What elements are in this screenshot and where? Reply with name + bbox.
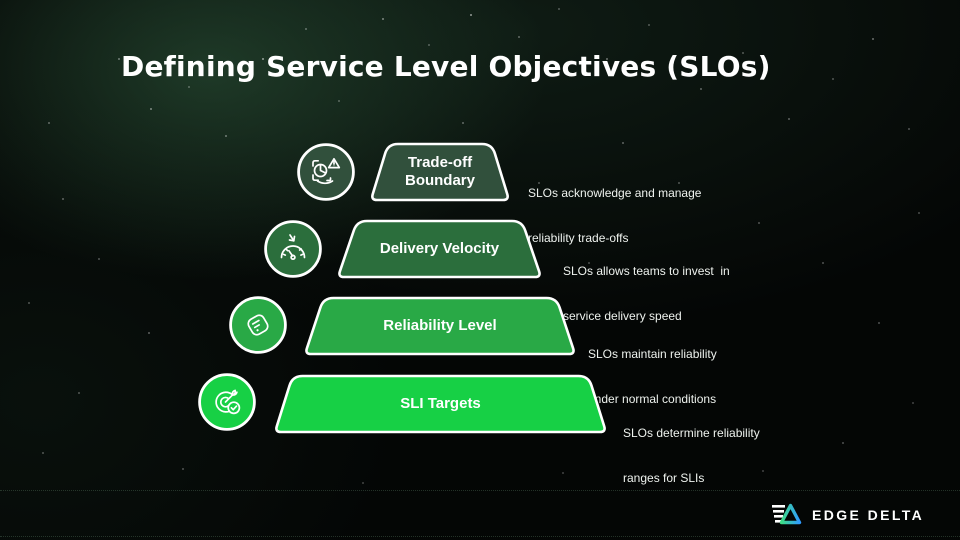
logs-icon bbox=[229, 296, 287, 354]
footer-dotted-band bbox=[0, 490, 960, 537]
speedometer-icon bbox=[264, 220, 322, 278]
pyramid-level-shape bbox=[371, 142, 509, 202]
pyramid-level-description: SLOs allows teams to invest in service d… bbox=[563, 264, 730, 323]
pyramid-level-label: Reliability Level bbox=[383, 317, 497, 334]
pyramid-level-description: SLOs determine reliability ranges for SL… bbox=[623, 426, 760, 485]
starfield-decoration bbox=[0, 0, 2, 2]
risk-tradeoff-icon bbox=[297, 143, 355, 201]
pyramid-level-label: SLI Targets bbox=[400, 395, 481, 412]
pyramid-level-shape bbox=[275, 374, 606, 434]
slide-title: Defining Service Level Objectives (SLOs) bbox=[121, 50, 771, 83]
edge-delta-logo-icon bbox=[772, 503, 802, 525]
pyramid-level-shape bbox=[305, 296, 575, 356]
edge-delta-logo-text: EDGE DELTA bbox=[812, 506, 925, 523]
pyramid-level-label: Trade-off Boundary bbox=[404, 154, 475, 189]
pyramid-level-description: SLOs maintain reliability under normal c… bbox=[588, 347, 717, 406]
edge-delta-logo: EDGE DELTA bbox=[772, 502, 924, 527]
pyramid-level-description: SLOs acknowledge and manage reliability … bbox=[528, 186, 702, 245]
pyramid-level-label: Delivery Velocity bbox=[379, 240, 500, 257]
target-check-icon bbox=[198, 373, 256, 431]
pyramid-level-shape bbox=[338, 219, 541, 279]
